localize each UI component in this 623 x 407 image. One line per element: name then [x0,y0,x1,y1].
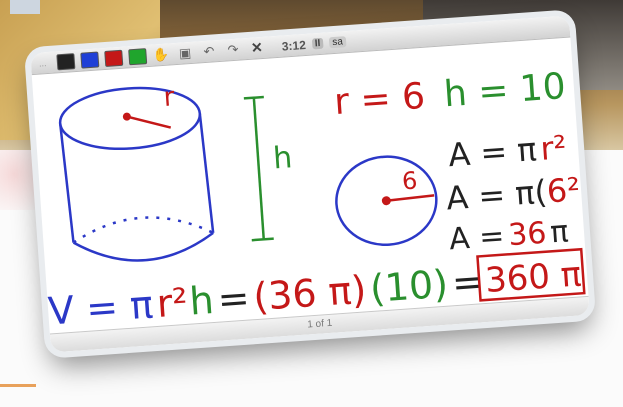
drawing-svg: r h r = 6 h = 10 6 A = πr² A = π(6²) [47,66,590,334]
color-black-button[interactable] [55,52,75,70]
volume-answer: 360 π [484,254,583,301]
base-circle [335,155,438,246]
background-dash [0,384,36,387]
cylinder-center-dot [122,112,131,121]
cylinder-bottom [72,231,214,262]
area-line-3: A =36π [448,214,570,257]
save-button[interactable]: sa [328,36,347,49]
volume-equation: V = πr²h=(36 π)(10)= [47,259,486,333]
cylinder-radius-label: r [163,82,176,113]
area-line-1: A = πr² [447,128,568,174]
color-red-button[interactable] [103,49,123,67]
height-label: h [272,140,293,176]
base-radius-label: 6 [401,167,418,196]
tablet-screen: ... ✋ ▣ ↶ ↷ ✕ 3:12 II sa r [30,15,590,353]
height-bracket [243,95,274,242]
base-radius-line [386,194,435,202]
redo-icon[interactable]: ↷ [226,41,239,57]
base-center-dot [381,196,391,206]
image-icon[interactable]: ▣ [178,44,192,61]
color-green-button[interactable] [127,47,147,65]
drawing-canvas[interactable]: r h r = 6 h = 10 6 A = πr² A = π(6²) [32,37,590,334]
background-frame [10,0,40,14]
cylinder-radius-line [126,115,172,129]
color-blue-button[interactable] [79,50,99,69]
cylinder-left-side [58,123,75,243]
cylinder-right-side [198,113,215,234]
given-radius: r = 6 [333,76,426,123]
area-line-2: A = π(6²) [445,169,589,217]
toolbar-left-label: ... [38,57,47,69]
pause-button[interactable]: II [311,37,324,50]
undo-icon[interactable]: ↶ [203,42,215,59]
bracket-bottom [251,237,274,242]
given-height: h = 10 [443,66,567,115]
clock-display: 3:12 [281,37,307,54]
cylinder-hidden-edge [72,216,214,244]
hand-icon[interactable]: ✋ [152,46,170,63]
cylinder-drawing [58,86,215,262]
answer-box [476,247,586,302]
bracket-stem [252,97,265,240]
close-icon[interactable]: ✕ [250,38,264,56]
